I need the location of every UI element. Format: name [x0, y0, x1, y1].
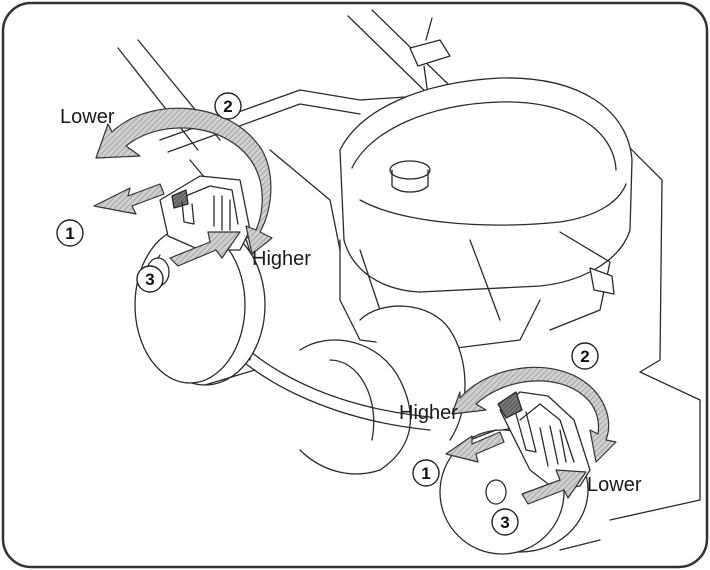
direction-labels: Lower Higher Higher Lower [60, 106, 642, 496]
rear-push-arrow-icon [169, 231, 241, 267]
mower-illustration [117, 9, 701, 555]
front-step-2: 2 [580, 347, 589, 366]
rear-step-1: 1 [65, 224, 74, 243]
rear-step-2: 2 [223, 97, 232, 116]
adjustment-arrows [93, 107, 617, 505]
label-higher-front: Higher [399, 402, 458, 424]
label-lower-rear: Lower [60, 106, 115, 128]
front-push-arrow-icon [521, 469, 587, 505]
label-higher-rear: Higher [252, 248, 311, 270]
engine-housing [339, 77, 633, 351]
rear-rotate-arrow-icon [95, 107, 273, 255]
front-step-1: 1 [421, 464, 430, 483]
front-step-3: 3 [500, 513, 509, 532]
label-lower-front: Lower [587, 474, 642, 496]
front-rotate-arrow-icon [451, 366, 617, 463]
rear-step-3: 3 [145, 270, 154, 289]
front-pull-arrow-icon [445, 431, 505, 463]
rear-pull-arrow-icon [93, 183, 165, 215]
step-markers: 2 1 3 2 1 3 [56, 92, 599, 536]
front-height-adjuster [497, 391, 591, 491]
